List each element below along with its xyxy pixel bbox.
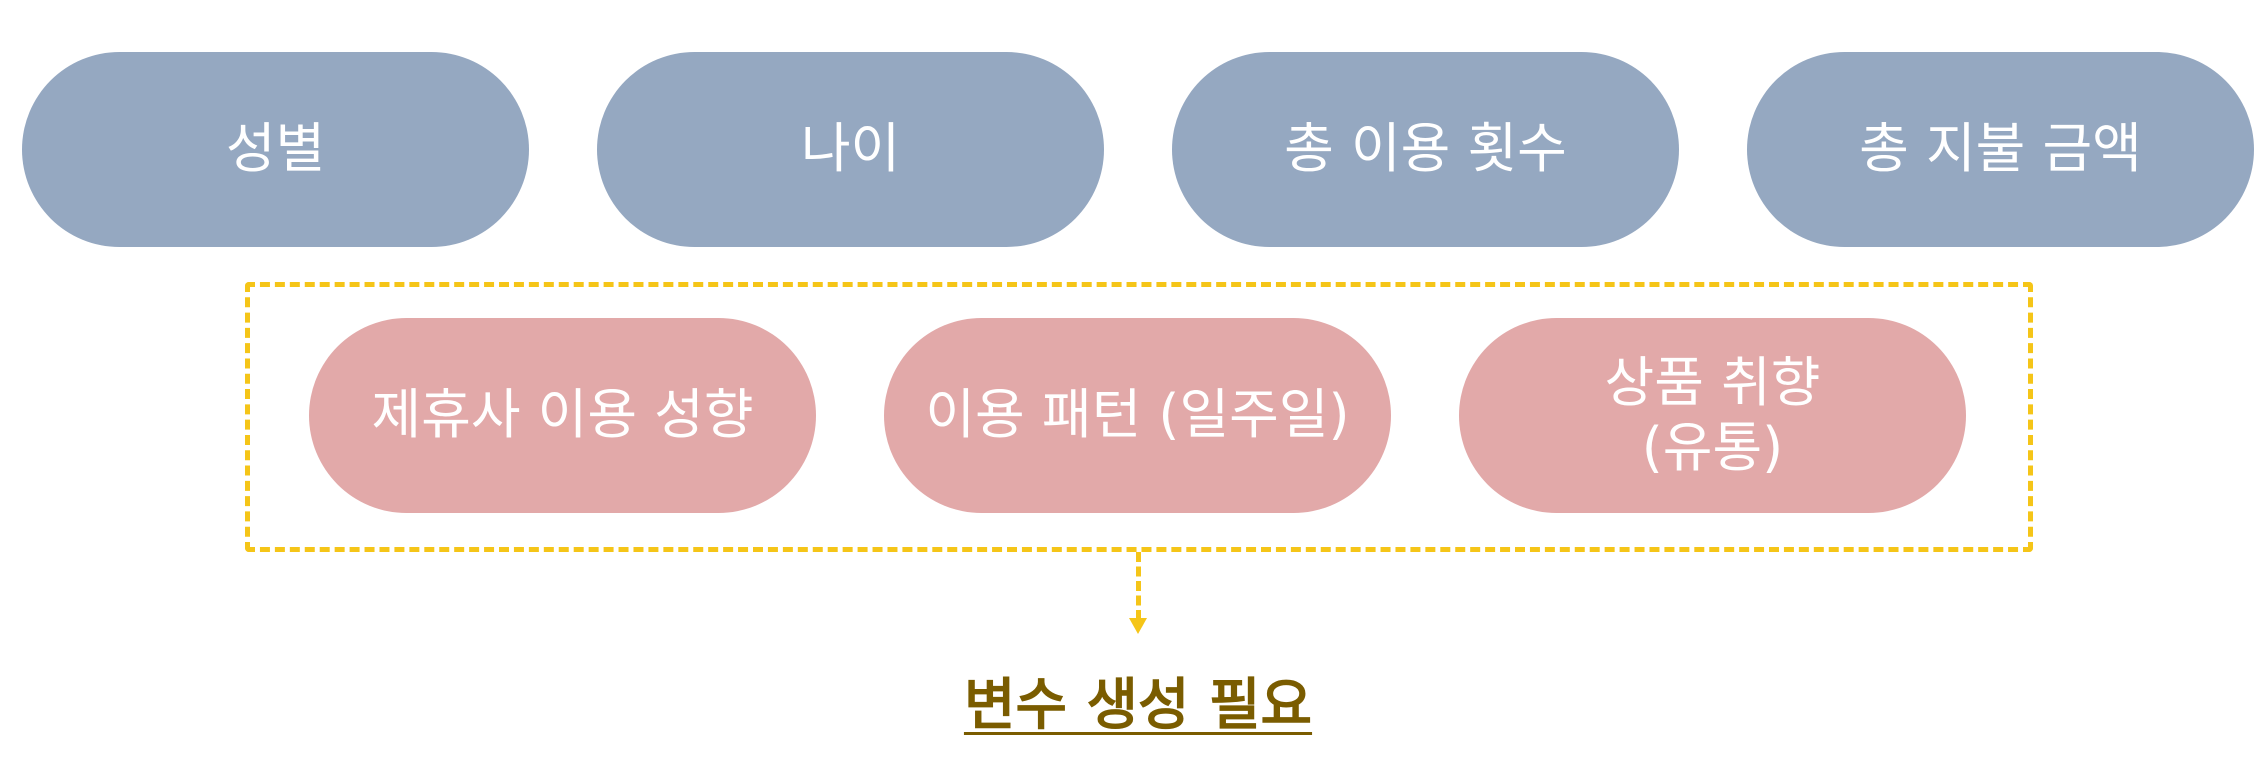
- variable-pill-total-usage-count: 총 이용 횟수: [1172, 52, 1679, 247]
- conclusion-text: 변수 생성 필요: [963, 673, 1313, 738]
- variable-pill-affiliate-usage-tendency: 제휴사 이용 성향: [309, 318, 816, 513]
- arrow-connector: [1136, 552, 1141, 620]
- variable-pill-age: 나이: [597, 52, 1104, 247]
- variable-pill-weekly-usage-pattern: 이용 패턴 (일주일): [884, 318, 1391, 513]
- variable-pill-product-preference-retail: 상품 취향 (유통): [1459, 318, 1966, 513]
- variable-pill-total-payment-amount: 총 지불 금액: [1747, 52, 2254, 247]
- variable-pill-gender: 성별: [22, 52, 529, 247]
- derived-variables-group-box: [245, 282, 2033, 552]
- arrow-down-icon: [1129, 618, 1147, 634]
